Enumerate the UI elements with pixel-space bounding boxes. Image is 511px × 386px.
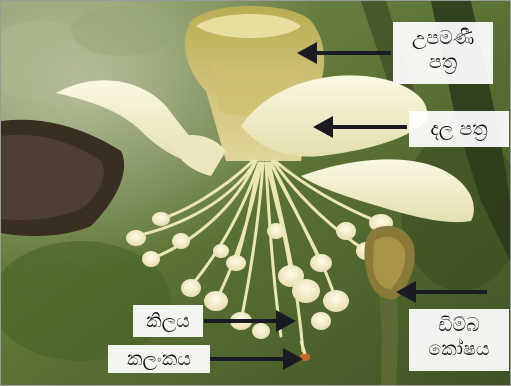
- label-petal: දල පත්‍ර: [409, 111, 509, 147]
- label-sepal-line2: පත්‍ර: [393, 50, 493, 74]
- label-ovary-line2: කෝෂය: [409, 337, 509, 361]
- label-ovary: ඩිම්බ කෝෂය: [409, 309, 509, 371]
- label-petal-text: දල පත්‍ර: [409, 117, 509, 141]
- label-sepal: උපමණී පත්‍ර: [393, 22, 493, 84]
- label-stamen-text: කිලය: [133, 309, 203, 333]
- label-anther-text: කලංකය: [108, 347, 210, 371]
- label-stamen: කිලය: [133, 305, 203, 337]
- label-sepal-line1: උපමණී: [393, 26, 493, 50]
- label-ovary-line1: ඩිම්බ: [409, 313, 509, 337]
- label-anther: කලංකය: [108, 345, 210, 373]
